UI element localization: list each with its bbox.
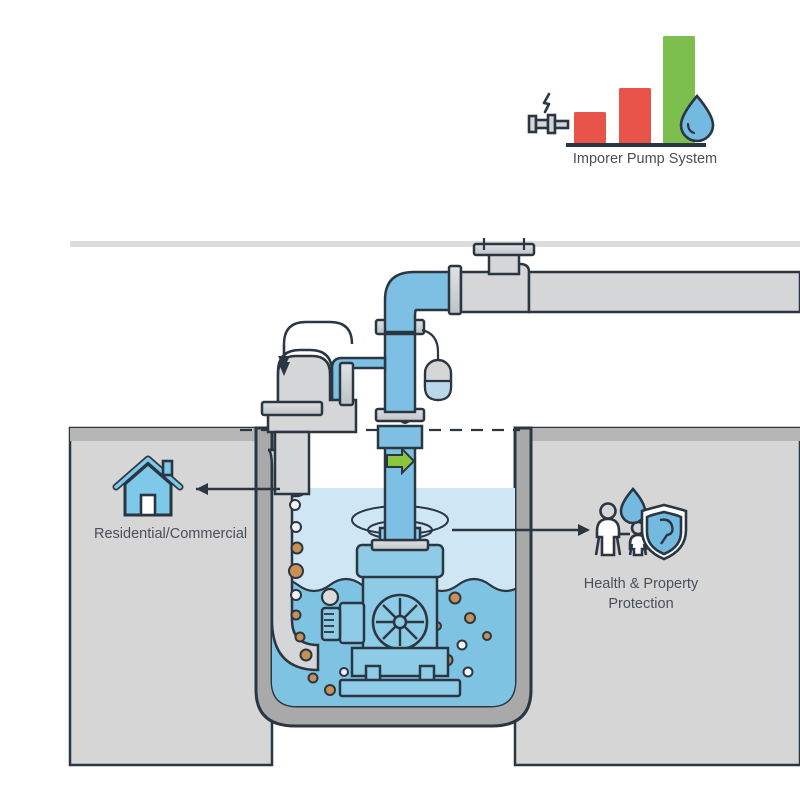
discharge-flange (447, 264, 463, 316)
bypass-lower-pipe (273, 430, 311, 496)
riser-pipe-upper (383, 328, 417, 414)
inflow-down-arrow (278, 320, 354, 376)
float-level-switch (421, 328, 453, 402)
badge-title: Imporer Pump System (573, 151, 717, 167)
ground-right-band (515, 428, 800, 441)
callout-right-label-line1: Health & Property (584, 576, 699, 592)
pump-base-plate (338, 678, 462, 698)
guide-rail-bypass-pipe (260, 348, 358, 496)
pump-suction-port (320, 587, 366, 645)
pipe-fitting-icon (527, 92, 570, 135)
submersible-pump (320, 526, 462, 698)
badge-bar-chart[interactable]: Imporer Pump System (527, 36, 717, 167)
pump-vent-knob (320, 587, 340, 607)
bar-1 (574, 112, 606, 144)
callout-health-property[interactable]: Health & Property Protection (452, 487, 699, 612)
flow-arrow (386, 446, 416, 476)
pump-top-flange (370, 538, 430, 552)
house-icon (112, 455, 184, 517)
bar-2 (619, 88, 651, 144)
vent-stack-bolts (482, 238, 526, 250)
check-valve-body (376, 424, 424, 450)
discharge-header-run (527, 270, 800, 314)
ground-surface-line (70, 241, 800, 247)
callout-residential-commercial[interactable]: Residential/Commercial (94, 455, 280, 542)
callout-right-label-line2: Protection (608, 596, 673, 612)
water-droplet-icon (679, 93, 715, 143)
callout-right-arrow-head (578, 524, 590, 536)
callout-left-label: Residential/Commercial (94, 526, 247, 542)
vent-stack-flange (472, 242, 536, 257)
impeller-spokes (376, 598, 424, 646)
bypass-flange (260, 400, 324, 417)
ground-left-band (70, 428, 272, 441)
ground-layer (68, 241, 800, 767)
callout-left-arrow-head (196, 483, 208, 495)
chart-baseline (566, 143, 706, 147)
debris-solids (288, 499, 492, 696)
riser-and-discharge (330, 238, 800, 542)
family-shield-droplet-icon (594, 487, 688, 561)
bypass-tee-flange (338, 361, 355, 407)
